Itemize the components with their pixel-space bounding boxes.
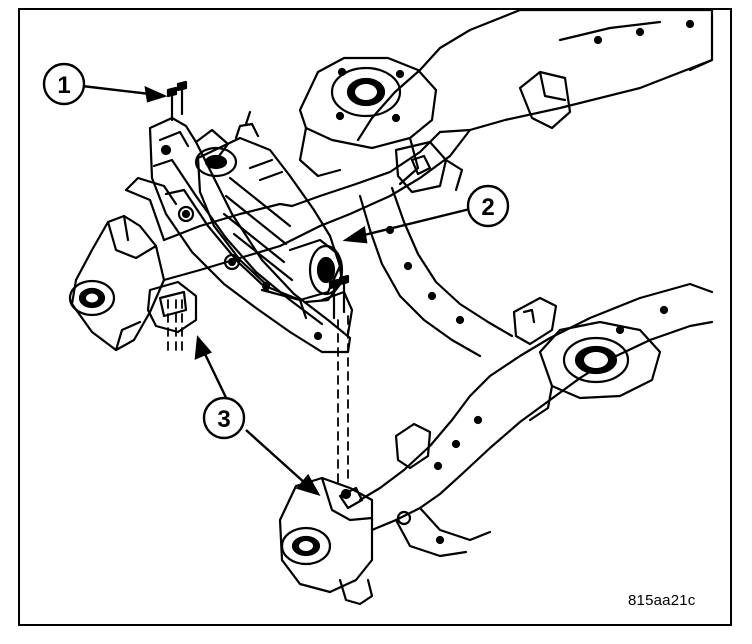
lower-left-mount <box>278 476 374 606</box>
callout-1: 1 <box>42 62 86 106</box>
callout-leaders <box>81 84 475 496</box>
svg-text:2: 2 <box>481 194 494 221</box>
upper-spring-tower <box>298 56 438 186</box>
mounting-bolts <box>166 80 350 320</box>
transfer-case <box>194 110 344 320</box>
right-side-rail <box>358 140 514 358</box>
svg-text:3: 3 <box>217 406 230 433</box>
skid-plate <box>146 116 354 354</box>
svg-text:1: 1 <box>57 72 70 99</box>
lower-frame <box>358 282 714 558</box>
alignment-lines <box>167 299 349 487</box>
figure-code: 815aa21c <box>628 592 696 609</box>
figure-frame <box>18 8 732 626</box>
callout-3: 3 <box>202 396 246 440</box>
callout-2: 2 <box>466 184 510 228</box>
upper-frame-rail <box>290 8 714 228</box>
upper-left-mount <box>68 176 322 352</box>
